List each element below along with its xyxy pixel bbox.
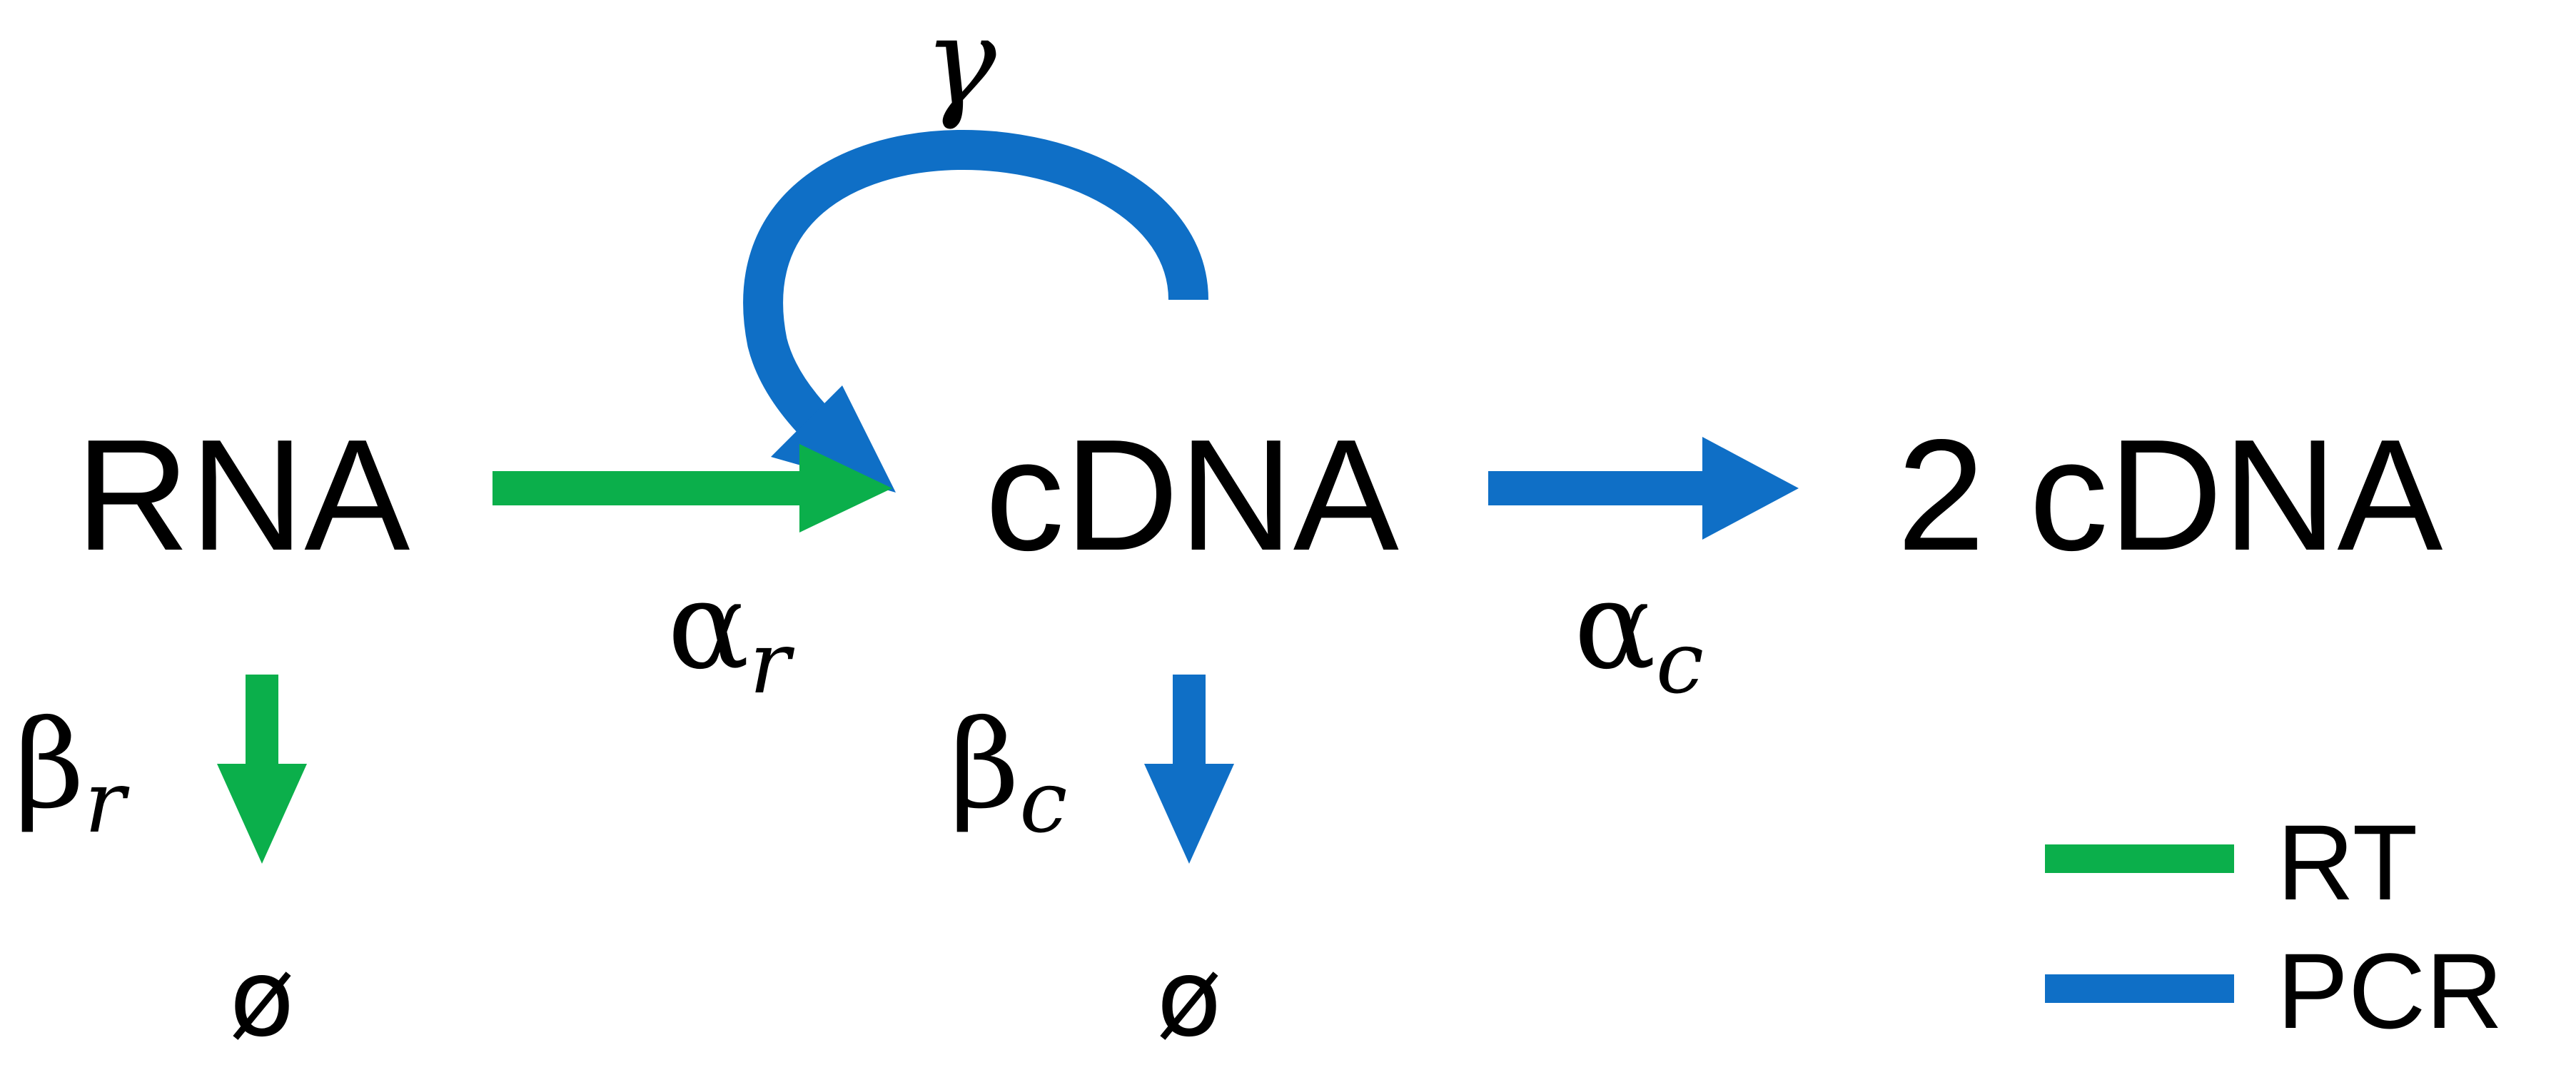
legend: RT PCR: [2045, 802, 2503, 1051]
legend-pcr-swatch: [2045, 974, 2234, 1003]
rate-alpha-c-symbol: α: [1574, 555, 1656, 697]
beta-r-arrowhead: [217, 764, 307, 864]
rate-alpha-r-subscript: r: [749, 614, 795, 713]
rate-beta-c: βc: [949, 695, 1068, 852]
legend-rt-label: RT: [2277, 802, 2418, 922]
beta-c-arrow-shaft: [1173, 675, 1206, 774]
alpha-c-arrow-shaft: [1488, 471, 1717, 505]
beta-r-arrow-shaft: [246, 675, 278, 774]
alpha-r-arrow-shaft: [493, 471, 828, 505]
rna-sink: ø: [229, 937, 295, 1061]
cdna-sink: ø: [1156, 937, 1222, 1061]
rate-alpha-c-subscript: c: [1656, 614, 1704, 713]
node-two-cdna: 2 cDNA: [1897, 407, 2443, 584]
alpha-c-arrowhead: [1702, 437, 1799, 540]
rate-beta-c-symbol: β: [949, 695, 1019, 836]
legend-rt-swatch: [2045, 844, 2234, 873]
rate-gamma: γ: [924, 0, 996, 133]
rate-alpha-r-symbol: α: [667, 555, 749, 697]
rate-beta-r-subscript: r: [84, 753, 130, 852]
rate-beta-r-symbol: β: [14, 695, 84, 836]
legend-pcr-label: PCR: [2277, 931, 2503, 1051]
rate-alpha-c: αc: [1574, 555, 1704, 713]
node-rna: RNA: [76, 407, 410, 584]
rate-beta-c-subscript: c: [1019, 753, 1067, 852]
gamma-loop-arc: [743, 129, 1208, 443]
rate-alpha-r: αr: [667, 555, 795, 713]
alpha-r-arrowhead: [799, 444, 892, 533]
node-cdna: cDNA: [985, 407, 1399, 584]
rate-beta-r: βr: [14, 695, 130, 852]
beta-c-arrowhead: [1144, 764, 1234, 864]
